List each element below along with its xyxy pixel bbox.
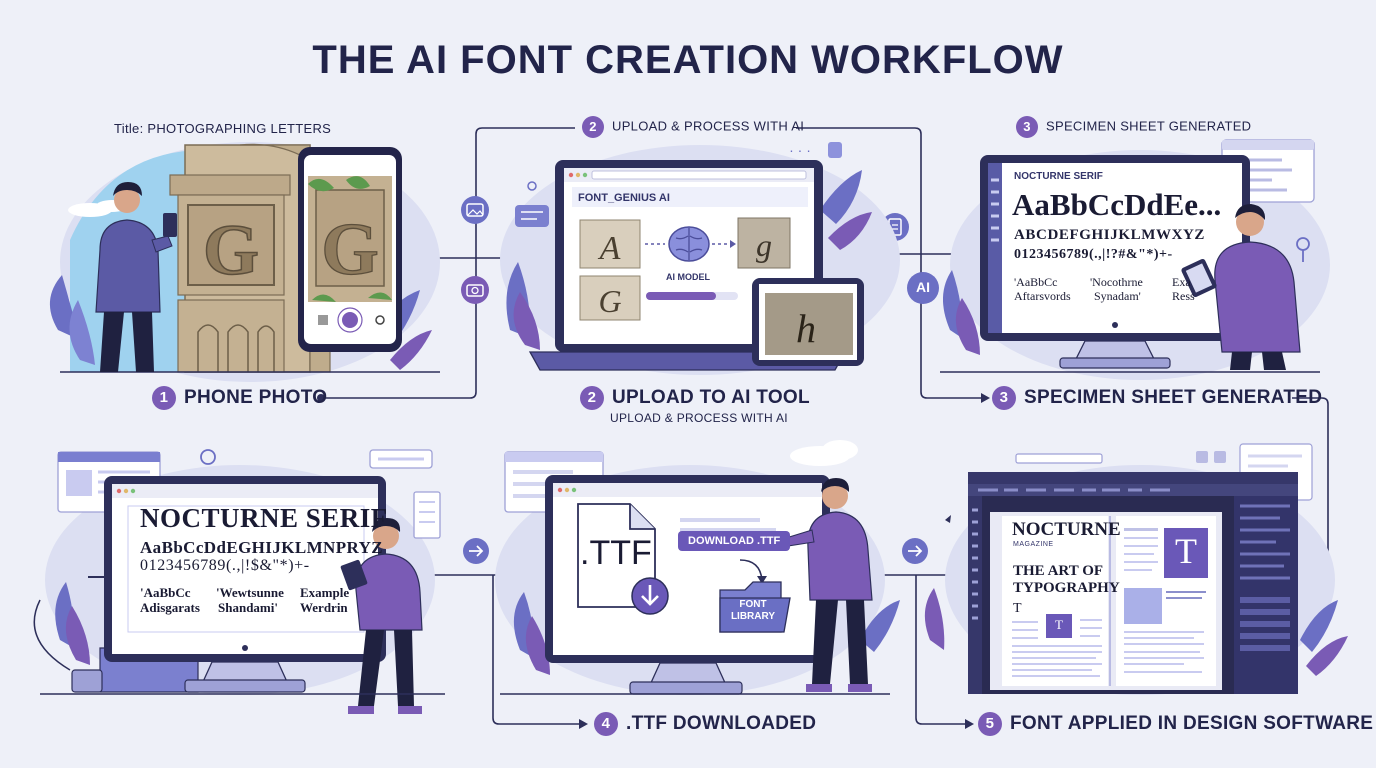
specimen-sample-word: Synadam' [1094,289,1141,303]
panel-ttf-download [495,440,900,695]
step-1-caption-text: PHONE PHOTO [184,387,328,409]
preview-sample-word: 'AaBbCc [140,585,191,600]
panel2-top-label: 2 UPLOAD & PROCESS WITH AI [582,116,804,138]
svg-text:G: G [321,209,379,291]
specimen-font-name: NOCTURNE SERIF [1014,171,1103,182]
step-2-subcaption: UPLOAD & PROCESS WITH AI [610,411,788,425]
step-4-caption: 4 .TTF DOWNLOADED [594,712,816,736]
step-4-caption-text: .TTF DOWNLOADED [626,713,817,735]
step-5-caption-text: FONT APPLIED IN DESIGN SOFTWARE [1010,713,1374,735]
step-1-caption: 1 PHONE PHOTO [152,386,327,410]
panel2-top-label-text: UPLOAD & PROCESS WITH AI [612,118,805,134]
panel-design-software [924,443,1348,695]
font-library-label: FONT LIBRARY [730,599,776,622]
panel1-top-label: Title: PHOTOGRAPHING LETTERS [114,121,332,136]
specimen-sample-word: 'AaBbCc [1014,275,1058,289]
download-ttf-button[interactable]: DOWNLOAD .TTF [678,531,791,551]
phone-device: G [298,147,402,352]
page-title: THE AI FONT CREATION WORKFLOW [312,38,1064,82]
app-name-label: FONT_GENIUS AI [578,192,670,204]
specimen-sample-digits: 0123456789(.,|!?#&"*)+- [1014,247,1173,262]
ttf-extension-label: .TTF [580,534,652,572]
ai-badge: AI [916,279,930,295]
step-5-caption: 5 FONT APPLIED IN DESIGN SOFTWARE [978,712,1373,736]
panel-font-preview [33,449,445,714]
specimen-sample-word: Aftarsvords [1014,289,1071,303]
folder-icon [719,581,791,633]
step-2-caption: 2 UPLOAD TO AI TOOL [580,386,810,410]
ai-model-label: AI MODEL [666,272,710,282]
step-3-caption: 3 SPECIMEN SHEET GENERATED [992,386,1322,410]
svg-text:A: A [598,230,621,267]
svg-text:G: G [203,210,259,290]
preview-sample-word: Shandami' [218,600,278,615]
camera-icon [461,276,489,304]
person-figure [95,182,177,372]
arrow-right-icon [463,538,489,564]
magazine-small-letter: T [1013,601,1022,616]
step-number-badge: 4 [594,712,618,736]
preview-sample-word: Adisgarats [140,600,200,615]
specimen-sample-word: Ress [1172,289,1195,303]
step-number-badge: 2 [582,116,604,138]
step-number-badge: 2 [580,386,604,410]
svg-text:g: g [756,227,772,263]
step-2-caption-text: UPLOAD TO AI TOOL [612,387,810,409]
panel3-top-label-text: SPECIMEN SHEET GENERATED [1046,118,1252,134]
magazine-inset-letter: T [1055,617,1063,632]
preview-sample-digits: 0123456789(.,|!$&"*)+- [140,557,310,574]
preview-sample-word: 'Wewtsunne [216,585,284,600]
step-3-caption-text: SPECIMEN SHEET GENERATED [1024,387,1323,409]
preview-font-name: NOCTURNE SERIF [140,503,388,533]
panel-upload-ai: A G g h · · · [500,142,900,375]
specimen-sample-large: AaBbCcDdEe... [1012,187,1222,222]
person-figure [785,478,873,692]
preview-sample-alpha: AaBbCcDdEGHIJKLMNPRYZ [140,538,383,557]
preview-sample-word: Example [300,585,350,600]
ttf-file-icon [577,503,669,615]
person-figure [340,518,423,714]
magazine-big-letter: T [1175,531,1197,571]
panel-phone-photo: G G [49,142,440,382]
magazine-title: NOCTURNE [1012,519,1121,540]
step-number-badge: 3 [992,386,1016,410]
brain-icon [668,226,710,262]
specimen-sample-word: 'Nocothrne [1090,275,1143,289]
specimen-sample-upper: ABCDEFGHIJKLMWXYZ [1014,227,1206,243]
step-number-badge: 1 [152,386,176,410]
preview-sample-word: Werdrin [300,600,348,615]
step-number-badge: 5 [978,712,1002,736]
panel-specimen-sheet [907,139,1330,380]
step-number-badge: 3 [1016,116,1038,138]
svg-text:h: h [796,306,816,351]
specimen-sample-word: Exa [1172,275,1191,289]
flow-connectors [325,127,1329,725]
arrow-right-icon [902,538,928,564]
magazine-subtitle: MAGAZINE [1013,541,1054,548]
panel3-top-label: 3 SPECIMEN SHEET GENERATED [1016,116,1251,138]
magazine-headline: THE ART OF TYPOGRAPHY [1013,563,1120,596]
image-icon [461,196,489,224]
person-figure [1181,204,1301,370]
svg-text:· · ·: · · · [789,142,811,158]
svg-text:G: G [598,283,621,319]
